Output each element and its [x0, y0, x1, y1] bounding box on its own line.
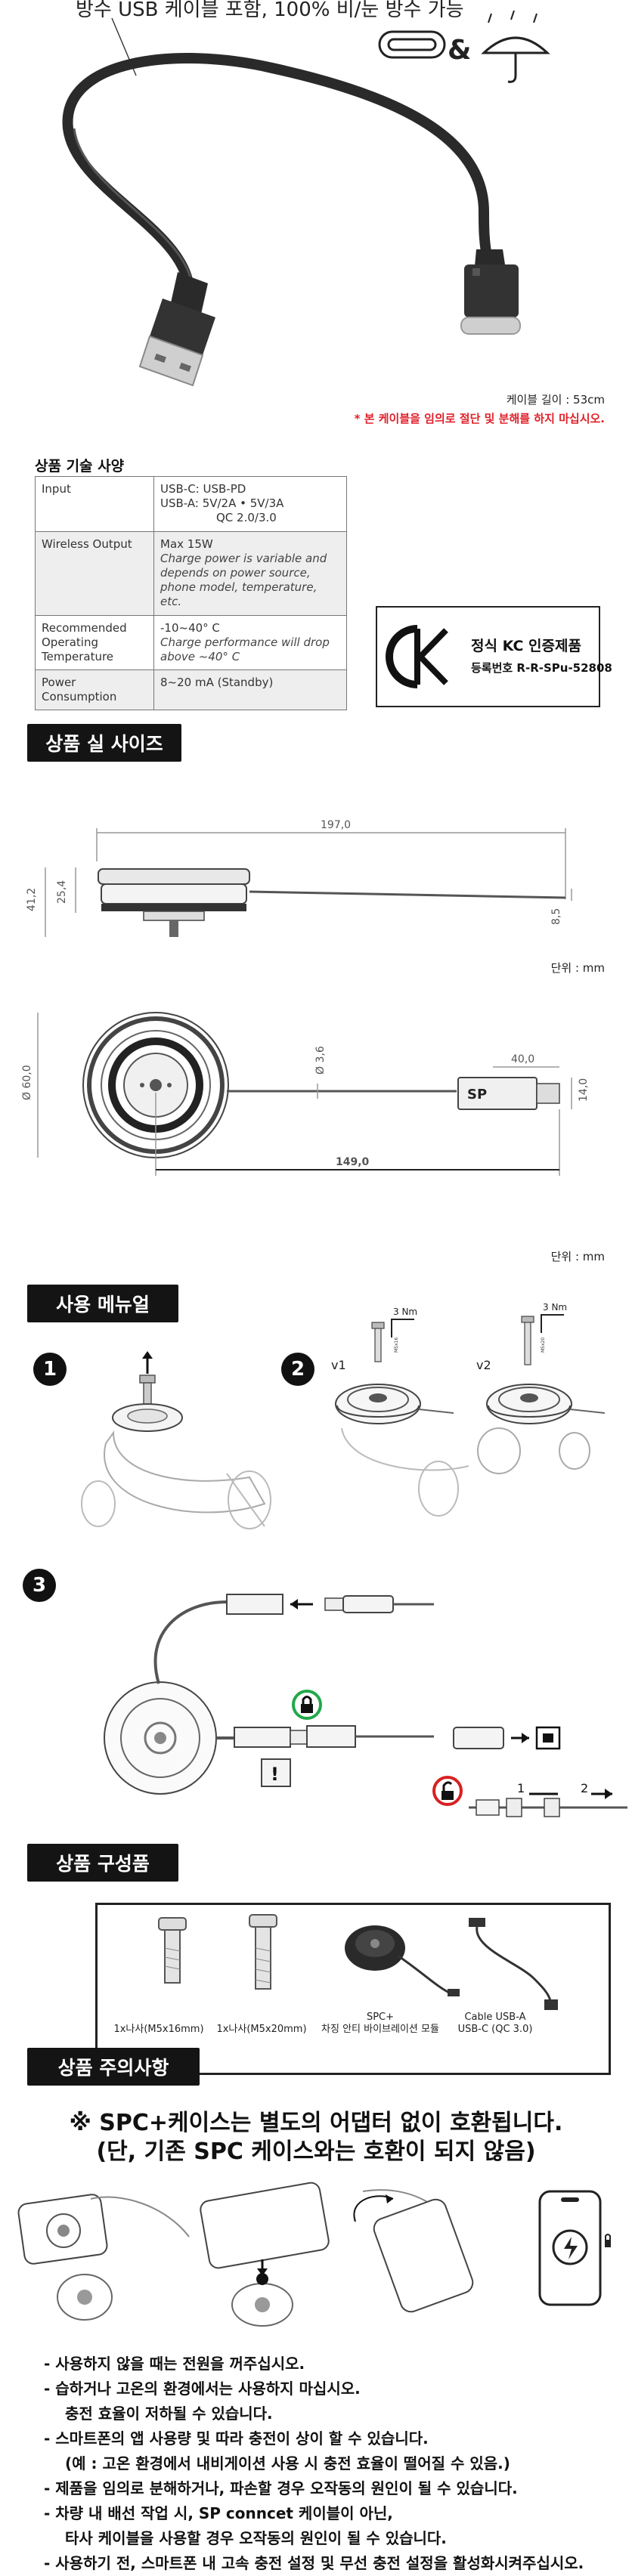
- spec-line: USB-A: 5V/2A • 5V/3A: [160, 496, 284, 511]
- spec-key: Input: [35, 476, 154, 532]
- torque-label: 3 Nm: [543, 1302, 567, 1313]
- step1-mount-illustration: [81, 1351, 271, 1529]
- caution-section-title: 상품 주의사항: [27, 2048, 200, 2086]
- kc-certificate-box: [376, 606, 600, 707]
- spec-key: Recommended Operating Temperature: [35, 614, 154, 671]
- manual-section-title: 사용 메뉴얼: [27, 1285, 178, 1322]
- dim-label: 41,2: [26, 888, 38, 911]
- caution-notes-list: - 사용하지 않을 때는 전원을 꺼주십시오. - 습하거나 고온의 환경에서는…: [44, 2352, 584, 2576]
- components-illustration: [158, 1914, 558, 2010]
- spec-table: Input USB-C: USB-PD USB-A: 5V/2A • 5V/3A…: [35, 476, 347, 711]
- component-label: Cable USB-A USB-C (QC 3.0): [457, 2012, 533, 2036]
- phone-mount-illustration: [200, 2182, 330, 2327]
- component-label: 1x나사(M5x16mm): [113, 2024, 204, 2035]
- caution-illustrations: [17, 2182, 611, 2327]
- svg-text:!: !: [271, 1764, 279, 1785]
- usb-c-icon: [378, 30, 446, 59]
- compat-line-1: ※ SPC+케이스는 별도의 어댑터 없이 호환됩니다.: [69, 2110, 563, 2136]
- bolt-size-label: M5x20: [541, 1337, 546, 1353]
- step-number-1: 1: [33, 1353, 67, 1386]
- usb-cable-icon: [469, 1918, 558, 2010]
- caution-note: - 차량 내 배선 작업 시, SP conncet 케이블이 아닌,: [44, 2504, 393, 2522]
- dim-label: 8,5: [550, 908, 562, 925]
- spec-row: Input USB-C: USB-PD USB-A: 5V/2A • 5V/3A…: [35, 476, 347, 532]
- spec-title: 상품 기술 사양: [35, 458, 125, 475]
- component-label: SPC+ 차징 안티 바이브레이션 모듈: [321, 2012, 439, 2036]
- caution-note: - 사용하기 전, 스마트폰 내 고속 충전 설정 및 무선 충전 설정을 활성…: [44, 2554, 584, 2572]
- step-number-3: 3: [23, 1569, 56, 1602]
- dim-label: 25,4: [56, 880, 68, 904]
- caution-note: - 스마트폰의 앱 사용량 및 따라 충전이 상이 할 수 있습니다.: [44, 2429, 429, 2448]
- spec-line: Max 15W: [160, 537, 213, 551]
- ampersand: &: [448, 35, 471, 66]
- step2-v2-illustration: v2 M5x20 3 Nm: [476, 1302, 606, 1474]
- dim-label: 40,0: [511, 1053, 534, 1065]
- components-section-title: 상품 구성품: [27, 1844, 178, 1882]
- dim-label: 149,0: [336, 1156, 370, 1168]
- version-label: v1: [331, 1358, 346, 1372]
- caution-note: (예 : 고온 환경에서 내비게이션 사용 시 충전 효율이 떨어질 수 있음.…: [65, 2454, 510, 2472]
- side-view-drawing: 197,0 41,2 25,4 8,5: [26, 819, 572, 937]
- lock-closed-icon: [292, 1690, 322, 1720]
- kc-title: 정식 KC 인증제품: [471, 638, 581, 654]
- top-view-drawing: SP 40,0 14,0 Ø 3,6 Ø 60,0 149,0: [21, 1012, 590, 1176]
- step-arrow-label: 1: [517, 1781, 525, 1795]
- kc-mark-icon: [386, 625, 448, 688]
- dim-label: 197,0: [321, 819, 351, 831]
- step2-v1-illustration: v1 M5x16 3 Nm: [331, 1307, 469, 1517]
- caution-note: 충전 효율이 저하될 수 있습니다.: [65, 2404, 273, 2423]
- caution-note: - 습하거나 고온의 환경에서는 사용하지 마십시오.: [44, 2380, 361, 2398]
- dim-label: Ø 3,6: [314, 1046, 327, 1075]
- component-label: 1x나사(M5x20mm): [216, 2024, 307, 2035]
- kc-registration: 등록번호 R-R-SPu-52808: [471, 661, 612, 675]
- torque-label: 3 Nm: [393, 1307, 417, 1317]
- usb-a-plug: [138, 272, 215, 387]
- step-number-2: 2: [281, 1353, 314, 1386]
- compat-line-2: (단, 기존 SPC 케이스와는 호환이 되지 않음): [96, 2138, 536, 2165]
- plug-logo: SP: [467, 1087, 487, 1102]
- warning-callout-icon: !: [261, 1758, 291, 1787]
- spec-key: Power Consumption: [35, 670, 154, 711]
- bolt-m5x20-icon: [249, 1914, 277, 1990]
- phone-charging-icon: [538, 2190, 611, 2306]
- unit-label: 단위 : mm: [550, 961, 605, 975]
- manual-steps-1-2-illustration: v1 M5x16 3 Nm v2 M5x20 3 Nm: [81, 1302, 606, 1529]
- hero-caption: 방수 USB 케이블 포함, 100% 비/눈 방수 가능: [76, 0, 464, 21]
- components-box: [95, 1903, 611, 2075]
- usb-c-plug: [460, 249, 521, 335]
- charging-module-icon: [345, 1925, 460, 1996]
- spec-row: Power Consumption 8~20 mA (Standby): [35, 670, 347, 711]
- cable-illustration: &: [62, 10, 550, 387]
- size-section-title: 상품 실 사이즈: [27, 724, 181, 762]
- caution-note: - 제품을 임의로 분해하거나, 파손할 경우 오작동의 원인이 될 수 있습니…: [44, 2479, 518, 2497]
- spec-line: USB-C: USB-PD: [160, 482, 246, 496]
- spec-note: Charge performance will drop above ~40° …: [160, 635, 330, 663]
- spec-line: 8~20 mA (Standby): [160, 676, 274, 690]
- caution-note: - 사용하지 않을 때는 전원을 꺼주십시오.: [44, 2355, 305, 2373]
- spec-row: Wireless Output Max 15W Charge power is …: [35, 530, 347, 616]
- spec-row: Recommended Operating Temperature -10~40…: [35, 614, 347, 671]
- cable-warning: * 본 케이블을 임의로 절단 및 분해를 하지 마십시오.: [354, 412, 605, 425]
- version-label: v2: [476, 1358, 491, 1372]
- spec-line: -10~40° C: [160, 620, 220, 635]
- spec-note: Charge power is variable and depends on …: [160, 551, 327, 609]
- bolt-m5x16-icon: [158, 1917, 187, 1984]
- spec-key: Wireless Output: [35, 530, 154, 616]
- lock-open-icon: [432, 1776, 463, 1806]
- unit-label: 단위 : mm: [550, 1250, 605, 1263]
- step3-cable-connection-illustration: ! 1 2: [104, 1594, 627, 1817]
- spec-line: QC 2.0/3.0: [216, 511, 277, 525]
- dim-label: Ø 60,0: [21, 1065, 33, 1100]
- step-arrow-label: 2: [581, 1781, 588, 1795]
- caution-note: 타사 케이블을 사용할 경우 오작동의 원인이 될 수 있습니다.: [65, 2529, 447, 2547]
- umbrella-rain-icon: [481, 10, 550, 83]
- bolt-size-label: M5x16: [394, 1337, 399, 1353]
- dim-label: 14,0: [578, 1078, 590, 1102]
- cable-length: 케이블 길이 : 53cm: [506, 393, 605, 407]
- hand-phone-illustration: [17, 2194, 190, 2321]
- phone-twist-illustration: [353, 2189, 474, 2313]
